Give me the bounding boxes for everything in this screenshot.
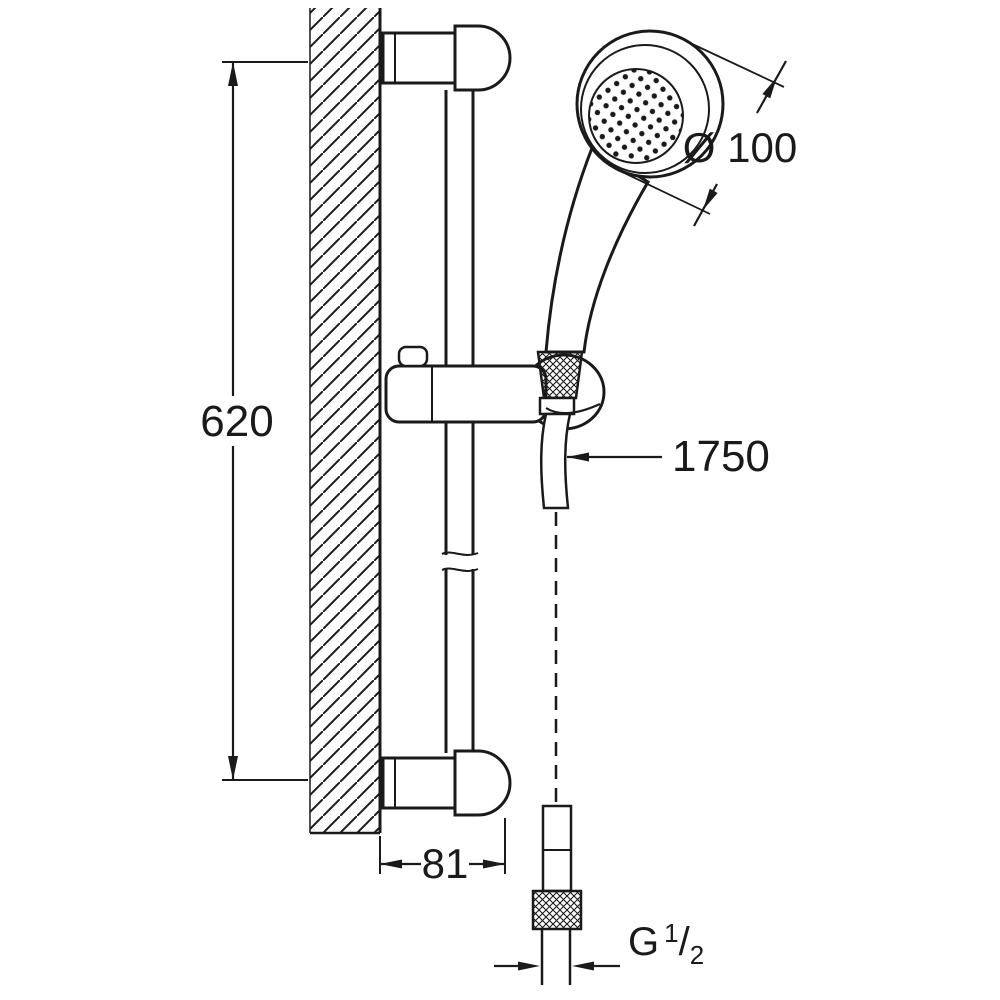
dimension-head-diameter: Ø 100 [617, 41, 797, 227]
thread-denominator: 2 [690, 940, 704, 970]
wall-section [309, 8, 382, 835]
head-diameter-label: Ø 100 [683, 124, 797, 171]
shower-head [575, 29, 725, 179]
arrowhead-left [567, 452, 589, 462]
rail-break-mask [442, 555, 480, 569]
hose-length-label: 1750 [672, 432, 770, 481]
shower-hose [531, 512, 583, 985]
handle-hose-connection [536, 350, 601, 510]
rail-length-label: 620 [200, 397, 273, 446]
extension-line-lower [617, 169, 711, 215]
dimension-rail-length: 620 [200, 61, 308, 781]
arrowhead-pointing-left [572, 961, 594, 971]
top-wall-bracket [381, 24, 512, 92]
thread-numerator: 1 [664, 918, 678, 948]
bottom-wall-bracket [381, 749, 512, 817]
rail-break-line-bottom [441, 567, 479, 572]
arrowhead-pointing-right [518, 961, 540, 971]
cradle-front-lip [545, 402, 601, 415]
extension-line-upper [687, 41, 785, 88]
rail-bottom-end-cap [453, 749, 512, 817]
rail-break-line-top [441, 551, 479, 556]
dimension-wall-offset: 81 [379, 818, 506, 887]
arrowhead-upper [762, 77, 777, 99]
knurled-cone-nut [536, 350, 584, 400]
hose-knurled-connection-nut [531, 889, 583, 931]
slider-body [384, 364, 548, 424]
shower-head-face-rim [580, 44, 710, 174]
hand-shower-handle [544, 145, 651, 354]
hose-upper-stub [539, 412, 572, 510]
thread-slash: / [679, 920, 691, 964]
rail-top-end-cap [453, 24, 512, 92]
arrowhead-down [228, 756, 238, 780]
arrowhead-up [228, 62, 238, 86]
thread-prefix: G [628, 920, 659, 964]
spray-nozzle-field [588, 68, 684, 164]
slider-release-button [397, 345, 429, 368]
hose-end-sleeve [541, 804, 573, 893]
arrowhead-right [483, 859, 505, 869]
dimension-hose-length: 1750 [567, 432, 770, 481]
wall-offset-label: 81 [422, 840, 469, 887]
arrowhead-left [380, 859, 402, 869]
wall-hatching [310, 8, 380, 833]
arrowhead-lower [703, 188, 718, 210]
